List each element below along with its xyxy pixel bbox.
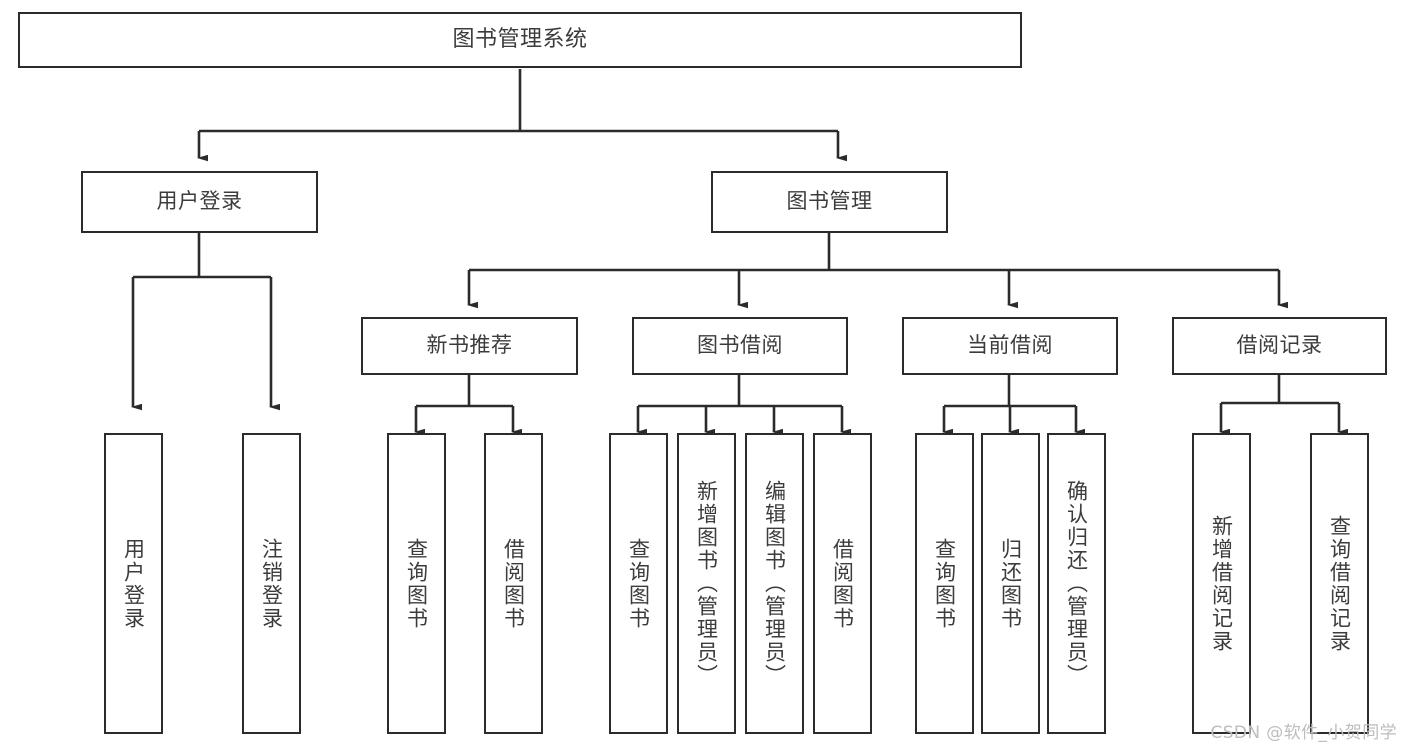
node-label: 注销登录 [259, 537, 284, 630]
node-root-book-management-system[interactable]: 图书管理系统 [18, 12, 1022, 68]
leaf-edit-book-admin[interactable]: 编辑图书（管理员） [745, 433, 804, 734]
node-label: 编辑图书（管理员） [762, 480, 787, 687]
leaf-add-borrow-record[interactable]: 新增借阅记录 [1192, 433, 1251, 734]
node-label: 确认归还（管理员） [1064, 480, 1089, 687]
node-user-login[interactable]: 用户登录 [81, 171, 318, 233]
node-book-borrow[interactable]: 图书借阅 [632, 317, 848, 375]
leaf-confirm-return-admin[interactable]: 确认归还（管理员） [1047, 433, 1106, 734]
node-label: 借阅图书 [830, 537, 855, 630]
node-label: 用户登录 [121, 537, 146, 630]
node-label: 图书管理系统 [452, 26, 588, 52]
leaf-borrow-book-recommend[interactable]: 借阅图书 [484, 433, 543, 734]
node-label: 图书管理 [786, 189, 873, 214]
leaf-add-book-admin[interactable]: 新增图书（管理员） [677, 433, 736, 734]
node-new-book-recommend[interactable]: 新书推荐 [361, 317, 578, 375]
leaf-query-book-borrow[interactable]: 查询图书 [609, 433, 668, 734]
node-label: 新增借阅记录 [1209, 514, 1234, 653]
node-label: 查询借阅记录 [1327, 514, 1352, 653]
leaf-logout[interactable]: 注销登录 [242, 433, 301, 734]
leaf-return-book[interactable]: 归还图书 [981, 433, 1040, 734]
node-label: 查询图书 [932, 537, 957, 630]
leaf-borrow-book[interactable]: 借阅图书 [813, 433, 872, 734]
leaf-query-book-current[interactable]: 查询图书 [915, 433, 974, 734]
node-label: 图书借阅 [697, 333, 783, 358]
node-book-management[interactable]: 图书管理 [711, 171, 948, 233]
leaf-query-borrow-record[interactable]: 查询借阅记录 [1310, 433, 1369, 734]
node-label: 当前借阅 [967, 333, 1053, 358]
node-label: 用户登录 [156, 189, 243, 214]
node-borrow-record[interactable]: 借阅记录 [1172, 317, 1387, 375]
leaf-query-book-recommend[interactable]: 查询图书 [387, 433, 446, 734]
node-label: 新增图书（管理员） [694, 480, 719, 687]
node-label: 查询图书 [404, 537, 429, 630]
node-label: 借阅图书 [501, 537, 526, 630]
leaf-user-login[interactable]: 用户登录 [104, 433, 163, 734]
node-label: 借阅记录 [1236, 333, 1323, 358]
node-label: 查询图书 [626, 537, 651, 630]
node-label: 归还图书 [998, 537, 1023, 630]
node-current-borrow[interactable]: 当前借阅 [902, 317, 1118, 375]
node-label: 新书推荐 [426, 333, 513, 358]
